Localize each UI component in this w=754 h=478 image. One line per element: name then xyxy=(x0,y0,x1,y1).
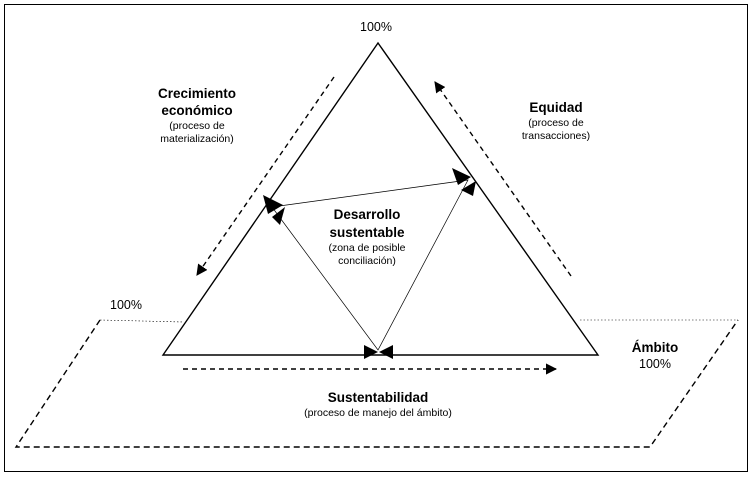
equity-title: Equidad xyxy=(529,100,582,115)
sustainability-sub: (proceso de manejo del ámbito) xyxy=(304,407,452,419)
right-vertex-marker xyxy=(452,168,476,196)
equity-arrow xyxy=(434,81,572,277)
scope-title: Ámbito xyxy=(632,340,679,355)
center-sub-line2: conciliación) xyxy=(338,255,396,267)
equity-sub-line1: (proceso de xyxy=(528,117,584,129)
center-sub-line1: (zona de posible xyxy=(328,242,405,254)
bottom-vertex-marker xyxy=(364,345,393,359)
scope-plane xyxy=(14,319,739,448)
left-percent-label: 100% xyxy=(110,298,142,312)
top-percent-label: 100% xyxy=(360,20,392,34)
inner-triangle xyxy=(271,179,469,351)
growth-title-line2: económico xyxy=(161,103,232,118)
sustainability-title: Sustentabilidad xyxy=(328,390,429,405)
growth-sub-line1: (proceso de xyxy=(169,120,225,132)
center-title-line1: Desarrollo xyxy=(334,207,401,222)
center-title-line2: sustentable xyxy=(329,225,405,240)
growth-arrow xyxy=(196,76,335,276)
plane-edge-left xyxy=(99,319,184,323)
equity-sub-line2: transacciones) xyxy=(522,130,590,142)
diagram-frame xyxy=(4,4,748,472)
growth-title-line1: Crecimiento xyxy=(158,86,236,101)
growth-sub-line2: materialización) xyxy=(160,133,234,145)
left-vertex-marker xyxy=(263,195,285,225)
scope-percent: 100% xyxy=(639,357,671,371)
